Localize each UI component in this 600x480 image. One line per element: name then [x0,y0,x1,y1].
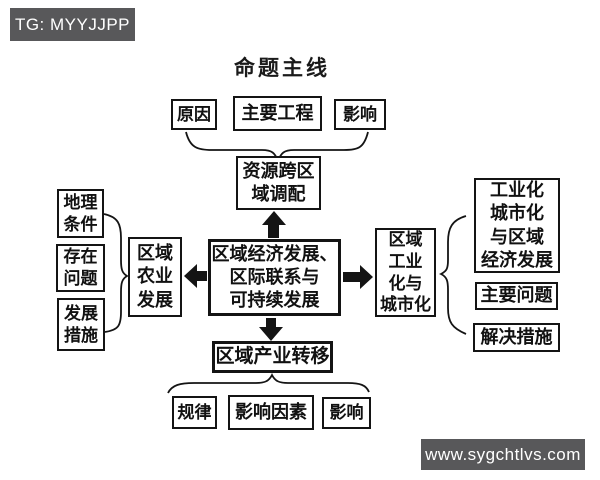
arrow-down [259,318,283,341]
arrow-up [262,211,286,238]
node-label: 区域 [137,243,173,264]
brace-bottom [167,372,370,394]
node-label: 化与 [388,273,423,293]
node-label: 主要问题 [480,285,553,306]
node-label: 地理 [63,192,98,212]
node-impact-top: 影响 [334,99,386,130]
node-development-measures: 发展 措施 [57,298,105,351]
node-center-theme: 区域经济发展、 区际联系与 可持续发展 [208,239,341,316]
node-label: 条件 [63,214,98,234]
node-agriculture: 区域 农业 发展 [128,237,182,317]
watermark-tg-badge: TG: MYYJJPP [10,8,135,41]
node-reason: 原因 [171,99,217,130]
node-industry-transfer: 区域产业转移 [212,341,333,373]
node-solutions: 解决措施 [473,323,560,352]
node-geo-conditions: 地理 条件 [57,189,104,238]
node-resource-allocation: 资源跨区 域调配 [236,156,321,210]
node-label: 措施 [64,325,98,345]
node-indus-urban-regional: 工业化 城市化 与区域 经济发展 [474,178,560,273]
node-label: 解决措施 [480,326,553,347]
node-industrialization: 区域 工业 化与 城市化 [375,228,436,317]
node-label: 影响 [329,403,364,423]
node-label: 与区域 [490,226,544,247]
node-label: 存在 [63,247,98,267]
watermark-url-badge: www.sygchtlvs.com [421,439,585,470]
arrow-right [343,265,373,289]
node-impact-bottom: 影响 [322,397,371,429]
node-label: 农业 [137,266,173,287]
node-rules: 规律 [172,396,217,429]
node-label: 问题 [63,269,98,288]
page-title: 命题主线 [234,56,330,80]
node-label: 城市化 [380,295,431,315]
brace-left [103,213,129,333]
node-main-problems: 主要问题 [475,282,558,310]
node-label: 可持续发展 [229,290,320,311]
node-main-project: 主要工程 [233,96,322,131]
node-label: 工业 [388,251,423,271]
node-label: 区际联系与 [229,266,320,287]
node-label: 主要工程 [241,102,314,123]
node-label: 区域产业转移 [215,345,330,367]
node-label: 区域 [388,230,423,249]
node-existing-problems: 存在 问题 [56,244,105,292]
arrow-left [184,264,207,288]
node-label: 经济发展 [481,249,553,270]
node-label: 工业化 [490,180,544,201]
node-label: 原因 [177,104,211,124]
node-label: 资源跨区 [242,160,315,181]
node-label: 发展 [64,303,98,323]
node-label: 影响 [343,104,377,124]
node-label: 区域经济发展、 [211,243,338,264]
node-influencing-factors: 影响因素 [228,395,314,430]
node-label: 城市化 [490,203,544,224]
node-label: 发展 [137,289,173,310]
node-label: 影响因素 [235,401,307,422]
node-label: 规律 [177,402,212,422]
node-label: 域调配 [251,184,306,204]
brace-right [438,215,467,335]
